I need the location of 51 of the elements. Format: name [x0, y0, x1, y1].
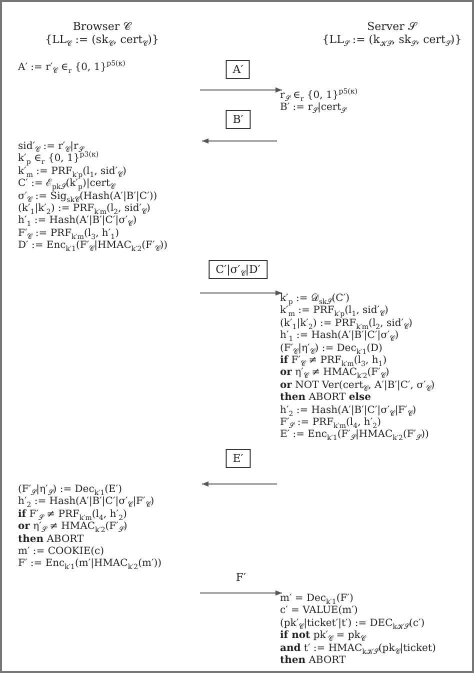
equation-line: B′ := r$_{𝒮}$|cert$_{𝒮}$ [280, 102, 346, 115]
equation-line: then ABORT else [280, 392, 372, 405]
arrow [200, 590, 282, 596]
message-box: E′ [226, 449, 250, 468]
equation-line: r$_{𝒮}$ ∈$_{r}$ {0, 1}$^{p5(κ)}$ [280, 90, 358, 102]
arrow [200, 87, 282, 93]
equation-line: A′ := r′$_{𝒞}$ ∈$_{r}$ {0, 1}$^{p5(κ)}$ [18, 62, 126, 74]
equation-line: h′$_{1}$ := Hash(A′|B′|C′|σ′$_{𝒞}$) [280, 330, 399, 343]
equation-line: sid′$_{𝒞}$ := r′$_{𝒞}$|r$_{𝒮}$ [18, 141, 84, 154]
arrow [202, 138, 277, 144]
column-heading: Browser 𝒞 [72, 20, 132, 33]
message-box: A′ [226, 60, 250, 79]
equation-line: or η′$_{𝒞}$ ≠ HMAC$_{k′2}$(F′$_{𝒞}$) [280, 367, 390, 380]
equation-line: F′ := Enc$_{k′1}$(m′|HMAC$_{k′2}$(m′)) [18, 558, 162, 571]
equation-line: h′$_{1}$ := Hash(A′|B′|C′|σ′$_{𝒞}$) [18, 215, 137, 228]
equation-line: F′$_{𝒞}$ := PRF$_{k′m}$(l$_{3}$, h′$_{1}$) [18, 228, 120, 240]
equation-line: and t′ := HMAC$_{k𝒦𝒮}$(pk$_{𝒞}$|ticket) [280, 642, 436, 656]
equation-line: if F′$_{𝒮}$ ≠ PRF$_{k′m}$(l$_{4}$, h′$_{2}$) [18, 508, 127, 522]
equation-line: if not pk′$_{𝒞}$ = pk$_{𝒞}$ [280, 630, 366, 643]
equation-line: m′ = Dec$_{k′1}$(F′) [280, 593, 354, 606]
equation-line: c′ = VALUE(m′) [280, 605, 358, 618]
equation-line: h′$_{2}$ := Hash(A′|B′|C′|σ′$_{𝒞}$|F′$_{𝒞}$) [18, 496, 154, 509]
edge-label: F′ [234, 571, 248, 584]
key-set: {LL$_{𝒞}$ := (sk$_{𝒞}$, cert$_{𝒞}$)} [45, 33, 159, 46]
equation-line: F′$_{𝒮}$ := PRF$_{k′m}$(l$_{4}$, h′$_{2}$) [280, 417, 382, 430]
equation-line: D′ := Enc$_{k′1}$(F′$_{𝒞}$|HMAC$_{k′2}$(F′$_{𝒞}$)) [18, 240, 168, 253]
equation-line: (k′$_{1}$|k′$_{2}$) := PRF$_{k′m}$(l$_{2}$, sid′$_{𝒞}$) [280, 318, 412, 330]
key-set: {LL$_{𝒮}$ := (k$_{𝒦𝒮}$, sk$_{𝒮}$, cert$_{𝒮}$)} [322, 33, 462, 46]
equation-line: (F′$_{𝒮}$|η′$_{𝒮}$) := Dec$_{k′1}$(E′) [18, 484, 122, 496]
arrow [202, 481, 277, 487]
equation-line: k′$_{p}$ := 𝒟$_{sk𝒮}$(C′) [280, 293, 350, 306]
equation-line: (pk′$_{𝒞}$|ticket′|t′) := DEC$_{k𝒦𝒮}$(c′) [280, 618, 425, 630]
equation-line: or NOT Ver(cert$_{𝒞}$, A′|B′|C′, σ′$_{𝒞}$) [280, 380, 435, 392]
message-box: B′ [226, 110, 250, 129]
equation-line: (k′$_{1}$|k′$_{2}$) := PRF$_{k′m}$(l$_{2}$, sid′$_{𝒞}$) [18, 203, 150, 216]
column-heading: Server 𝒮 [367, 20, 417, 33]
equation-line: k′$_{m}$ := PRF$_{k′p}$(l$_{1}$, sid′$_{𝒞}$) [18, 166, 126, 178]
equation-line: then ABORT [280, 655, 346, 668]
equation-line: C′ := ℰ$_{pk𝒮}$(k′$_{p}$)|cert$_{𝒞}$ [18, 178, 116, 191]
equation-line: if F′$_{𝒞}$ ≠ PRF$_{k′m}$(l$_{3}$, h$_{1}$) [280, 355, 387, 368]
equation-line: m′ := COOKIE(c) [18, 546, 104, 558]
equation-line: E′ := Enc$_{k′1}$(F′$_{𝒮}$|HMAC$_{k′2}$(F′$_{𝒮}$)) [280, 429, 429, 442]
equation-line: k′$_{p}$ ∈$_{r}$ {0, 1}$^{p3(κ)}$ [18, 153, 99, 166]
equation-line: σ′$_{𝒞}$ := Sig$_{sk𝒞}$(Hash(A′|B′|C′)) [18, 190, 158, 204]
equation-line: or η′$_{𝒮}$ ≠ HMAC$_{k′2}$(F′$_{𝒮}$) [18, 521, 128, 534]
equation-line: (F′$_{𝒞}$|η′$_{𝒞}$) := Dec$_{k′1}$(D) [280, 342, 382, 356]
equation-line: k′$_{m}$ := PRF$_{k′p}$(l$_{1}$, sid′$_{𝒞}$) [280, 305, 388, 318]
message-box: C′|σ′$_{𝒞}$|D′ [208, 260, 268, 279]
equation-line: then ABORT [18, 534, 84, 546]
arrow [200, 290, 282, 296]
equation-line: h′$_{2}$ := Hash(A′|B′|C′|σ′$_{𝒞}$|F′$_{𝒞}$) [280, 404, 416, 418]
